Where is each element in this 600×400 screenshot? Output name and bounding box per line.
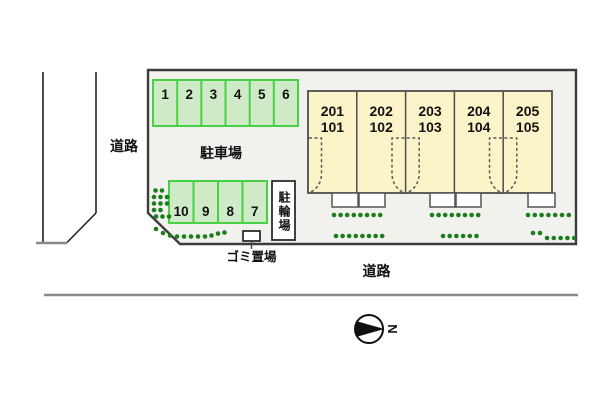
stall-number: 1 xyxy=(161,87,169,102)
north-arrow: N xyxy=(354,314,400,344)
entrance-porch xyxy=(429,192,456,208)
garbage-area-label: ゴミ置場 xyxy=(226,249,277,264)
building-block: 201 101 202 102 203 103 204 104 205 105 xyxy=(307,90,556,208)
entrance-porch xyxy=(331,192,359,208)
stall-number: 6 xyxy=(282,87,290,102)
entrance-porch xyxy=(455,192,482,208)
stall-number: 7 xyxy=(251,204,259,219)
stall-number: 10 xyxy=(174,204,189,219)
stall-number: 4 xyxy=(234,87,242,102)
unit-number-lower: 101 xyxy=(321,119,345,135)
unit-number-upper: 205 xyxy=(516,103,540,119)
unit-number-lower: 104 xyxy=(467,119,491,135)
shrub-dots xyxy=(151,188,577,241)
stall-number: 8 xyxy=(226,204,234,219)
garbage-box xyxy=(242,230,261,242)
entrance-porch xyxy=(358,192,386,208)
stair-outline xyxy=(391,137,405,193)
parking-row-top: 1 2 3 4 5 6 xyxy=(152,79,299,127)
compass-north-letter: N xyxy=(385,324,400,333)
compass-needle xyxy=(356,321,384,337)
bike-shed xyxy=(271,180,296,241)
entrance-porch xyxy=(527,192,556,208)
unit-number-lower: 105 xyxy=(516,119,540,135)
unit-number-lower: 103 xyxy=(418,119,442,135)
unit-number-lower: 102 xyxy=(370,119,394,135)
road-bottom-label: 道路 xyxy=(363,263,392,279)
unit-number-upper: 203 xyxy=(418,103,442,119)
stall-number: 3 xyxy=(210,87,218,102)
unit-number-upper: 201 xyxy=(321,103,345,119)
stair-outline xyxy=(504,137,518,193)
stair-outline xyxy=(309,137,323,193)
stall-number: 2 xyxy=(186,87,194,102)
unit-number-upper: 202 xyxy=(370,103,394,119)
parking-row-bottom: 10 9 8 7 xyxy=(168,180,268,224)
stall-number: 9 xyxy=(202,204,210,219)
stall-number: 5 xyxy=(258,87,266,102)
stair-outline xyxy=(406,137,420,193)
unit-number-upper: 204 xyxy=(467,103,491,119)
road-corner-diagonal xyxy=(66,212,97,244)
bike-shed-label: 駐輪場 xyxy=(277,191,291,233)
road-left-label: 道路 xyxy=(110,138,139,154)
parking-lot-label: 駐車場 xyxy=(200,145,242,161)
stair-outline xyxy=(488,137,502,193)
